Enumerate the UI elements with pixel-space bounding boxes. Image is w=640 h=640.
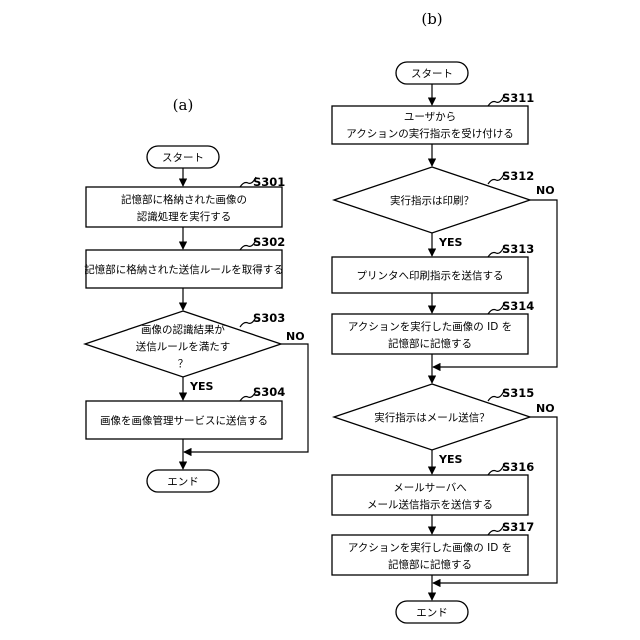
b-s311-line1: ユーザから bbox=[404, 111, 456, 123]
b-s315-decision: 実行指示はメール送信？ S315 bbox=[334, 384, 534, 450]
b-start-label: スタート bbox=[411, 68, 453, 80]
b-s315-line1: 実行指示はメール送信？ bbox=[374, 411, 490, 424]
b-start-terminal: スタート bbox=[396, 62, 468, 84]
a-s303-line2: 送信ルールを満たす bbox=[136, 340, 231, 353]
a-s303-decision: 画像の認識結果が 送信ルールを満たす ？ S303 bbox=[85, 311, 285, 377]
a-s303-step: S303 bbox=[253, 311, 285, 325]
a-end-label: エンド bbox=[167, 476, 199, 488]
a-no-label: NO bbox=[286, 330, 305, 343]
b-s311-step: S311 bbox=[502, 91, 534, 105]
b-s317-line2: 記憶部に記憶する bbox=[388, 558, 472, 571]
a-end-terminal: エンド bbox=[147, 470, 219, 492]
a-s304-step: S304 bbox=[253, 385, 285, 399]
b-s314-step: S314 bbox=[502, 299, 534, 313]
b-s314-line1: アクションを実行した画像の ID を bbox=[348, 320, 512, 333]
b-no1-label: NO bbox=[536, 184, 555, 197]
b-end-terminal: エンド bbox=[396, 601, 468, 623]
a-s304-line1: 画像を画像管理サービスに送信する bbox=[100, 414, 268, 427]
b-s314-line2: 記憶部に記憶する bbox=[388, 337, 472, 350]
b-s316-step: S316 bbox=[502, 460, 534, 474]
b-s317-step: S317 bbox=[502, 520, 534, 534]
b-yes1-label: YES bbox=[438, 236, 462, 249]
a-s304-box: 画像を画像管理サービスに送信する S304 bbox=[86, 385, 285, 439]
b-s314-box: アクションを実行した画像の ID を 記憶部に記憶する S314 bbox=[332, 299, 534, 354]
b-no2-label: NO bbox=[536, 402, 555, 415]
a-s303-line3: ？ bbox=[178, 358, 189, 370]
a-start-label: スタート bbox=[162, 152, 204, 164]
panel-b: (b) スタート ユーザから アクションの実行指示を受け付ける S311 実行指… bbox=[332, 10, 557, 623]
b-end-label: エンド bbox=[416, 607, 448, 619]
a-start-terminal: スタート bbox=[147, 146, 219, 168]
b-s312-step: S312 bbox=[502, 169, 534, 183]
b-s312-line1: 実行指示は印刷？ bbox=[390, 194, 474, 207]
b-s316-line1: メールサーバへ bbox=[393, 482, 466, 494]
a-s301-line1: 記憶部に格納された画像の bbox=[121, 193, 247, 206]
a-yes-label: YES bbox=[189, 380, 213, 393]
b-s311-line2: アクションの実行指示を受け付ける bbox=[346, 127, 513, 140]
panel-b-label: (b) bbox=[421, 10, 442, 28]
b-yes2-label: YES bbox=[438, 453, 462, 466]
a-s301-box: 記憶部に格納された画像の 認識処理を実行する S301 bbox=[86, 175, 285, 227]
b-s316-box: メールサーバへ メール送信指示を送信する S316 bbox=[332, 460, 534, 515]
b-s317-line1: アクションを実行した画像の ID を bbox=[348, 541, 512, 554]
b-s312-decision: 実行指示は印刷？ S312 bbox=[334, 167, 534, 233]
b-s313-box: プリンタへ印刷指示を送信する S313 bbox=[332, 242, 534, 293]
b-s313-line1: プリンタへ印刷指示を送信する bbox=[357, 269, 504, 282]
a-s302-step: S302 bbox=[253, 235, 285, 249]
a-s303-line1: 画像の認識結果が bbox=[141, 323, 225, 336]
panel-a-label: (a) bbox=[173, 96, 194, 114]
a-s301-line2: 認識処理を実行する bbox=[137, 210, 232, 223]
a-s302-box: 記憶部に格納された送信ルールを取得する S302 bbox=[84, 235, 285, 288]
a-s302-line1: 記憶部に格納された送信ルールを取得する bbox=[84, 263, 284, 276]
b-s317-box: アクションを実行した画像の ID を 記憶部に記憶する S317 bbox=[332, 520, 534, 575]
b-s316-line2: メール送信指示を送信する bbox=[367, 498, 493, 511]
b-s315-step: S315 bbox=[502, 386, 534, 400]
a-s301-step: S301 bbox=[253, 175, 285, 189]
b-s313-step: S313 bbox=[502, 242, 534, 256]
panel-a: (a) スタート 記憶部に格納された画像の 認識処理を実行する S301 記憶部… bbox=[84, 96, 308, 492]
b-s311-box: ユーザから アクションの実行指示を受け付ける S311 bbox=[332, 91, 534, 144]
